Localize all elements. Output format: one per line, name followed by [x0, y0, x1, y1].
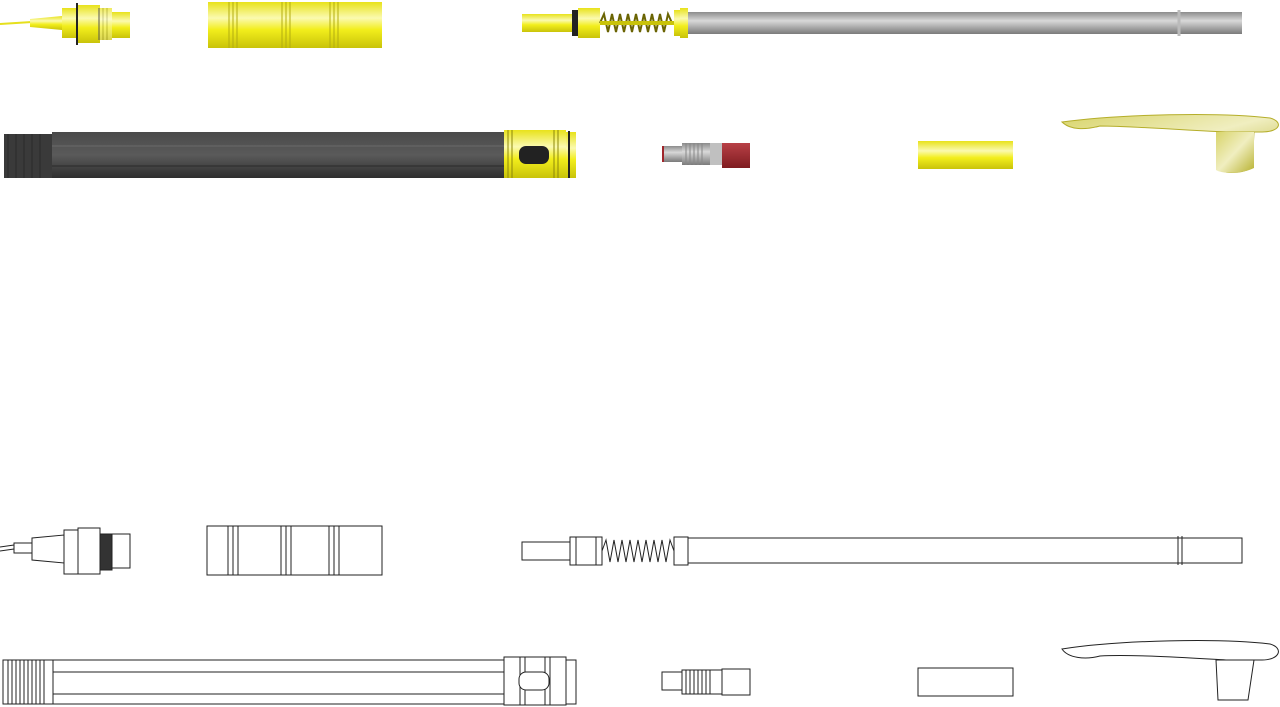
nib-tip-outline [0, 527, 131, 575]
refill-with-spring-color [522, 8, 1242, 38]
refill-with-spring-outline [521, 536, 1243, 566]
end-ring-outline [917, 667, 1014, 697]
main-barrel-outline [2, 656, 577, 706]
pocket-clip-outline [1061, 640, 1279, 701]
end-ring-color [918, 141, 1013, 169]
grip-sleeve-color [208, 2, 382, 48]
main-barrel-color [4, 130, 576, 178]
eraser-plunger-outline [661, 668, 751, 696]
pocket-clip-color [1060, 114, 1279, 173]
grip-sleeve-outline [206, 525, 383, 576]
eraser-plunger-color [662, 143, 750, 168]
nib-tip-color [0, 3, 130, 45]
